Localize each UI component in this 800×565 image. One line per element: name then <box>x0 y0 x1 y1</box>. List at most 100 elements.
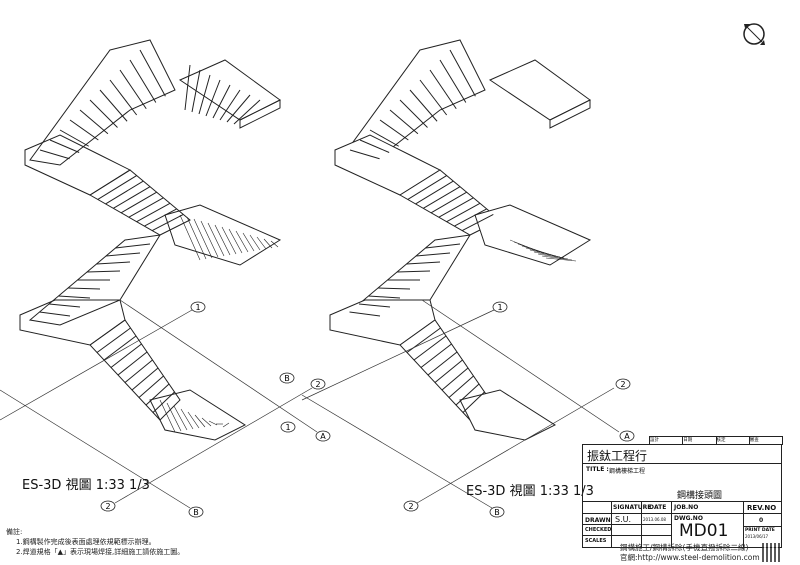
grid-marker-one: 1 <box>497 303 502 312</box>
stair-tread <box>89 99 118 128</box>
stair-tread <box>415 180 454 205</box>
hatch-line <box>537 253 569 260</box>
grid-marker-bubble <box>403 500 419 512</box>
landing-beam <box>212 84 231 119</box>
stair-tread <box>406 261 441 265</box>
view-label-right: ES-3D 視圖 1:33 1/3 <box>466 484 594 499</box>
grid-marker-bubble <box>280 421 296 433</box>
header-cell: 日期 <box>683 437 717 445</box>
grid-marker-a: A <box>624 432 630 441</box>
stair-tread <box>48 303 81 308</box>
grid-marker-bubble <box>492 301 508 313</box>
qr-code[interactable] <box>762 543 780 562</box>
stair-tread <box>377 287 411 290</box>
stair-tread <box>124 359 153 383</box>
stair-tread <box>349 311 381 317</box>
stair-tread <box>131 367 159 391</box>
landing-beam <box>194 414 206 428</box>
drawing-name: 鋼構接頭圖 <box>677 491 723 501</box>
stair-tread <box>119 69 147 110</box>
grid-marker-bubble <box>100 500 116 512</box>
stair-tread <box>369 129 399 147</box>
landing-beam <box>233 99 261 125</box>
landing-beam <box>263 238 273 249</box>
landing-beam <box>249 234 261 251</box>
landing-beam <box>205 79 221 117</box>
drawn-label: DRAWN <box>585 517 611 524</box>
landing-beam <box>208 420 218 426</box>
stair-tread <box>97 175 137 200</box>
grid-marker-two: 2 <box>105 502 110 511</box>
flight-3 <box>28 234 161 326</box>
grid-marker-bubble <box>279 372 295 384</box>
grid-line-1 <box>301 309 495 401</box>
landing-beam <box>228 228 243 254</box>
title-label: TITLE : <box>586 466 609 473</box>
grid-marker-a: A <box>320 432 326 441</box>
stair-tread <box>129 59 157 103</box>
stair-tread <box>145 383 170 406</box>
landing-beam <box>242 232 255 252</box>
print-date-label: PRINT DATE <box>745 528 775 533</box>
stair-tread <box>105 180 144 205</box>
stair-tread <box>105 252 141 257</box>
stair-tread <box>144 208 177 227</box>
stair-tread <box>79 109 109 135</box>
signature-label: SIGNATURE <box>613 504 652 511</box>
header-cell: 設計 <box>650 437 684 445</box>
footer-website[interactable]: 官網:http://www.steel-demolition.com <box>620 553 760 562</box>
top-landing-edge <box>549 99 591 129</box>
stair-tread <box>103 335 137 361</box>
stair-tread <box>396 270 431 273</box>
stair-tread <box>86 270 121 273</box>
grid-marker-one: 1 <box>285 423 290 432</box>
stair-tread <box>96 261 131 265</box>
stair-tread <box>462 391 485 413</box>
stair-tread <box>448 375 474 398</box>
stair-wireframe-view <box>19 39 282 441</box>
grid-marker-bubble <box>190 301 206 313</box>
grid-marker-b: B <box>494 508 500 517</box>
flight-2 <box>89 169 191 236</box>
company-footer: 鋼構施工/鋼構拆除(手機直撥拆除二線) 官網:http://www.steel-… <box>620 543 760 563</box>
grid-lines <box>0 299 620 509</box>
grid-marker-bubble <box>315 430 331 442</box>
grid-line-a <box>421 299 620 433</box>
grid-marker-two: 2 <box>315 380 320 389</box>
stair-tread <box>415 252 451 257</box>
stair-tread <box>39 311 71 317</box>
landing-beam <box>191 69 201 113</box>
landing-beam <box>173 405 188 431</box>
stair-tread <box>109 79 138 116</box>
landing-beam <box>235 230 249 253</box>
landing-beam <box>222 422 230 428</box>
title-value: 鋼構樓梯工程 <box>609 468 646 475</box>
landing-beam <box>256 236 267 250</box>
drawn-signature: S.U. <box>615 515 632 524</box>
job-no-label: JOB.NO <box>674 504 699 511</box>
grid-line-b <box>301 394 493 509</box>
grid-marker-b: B <box>193 508 199 517</box>
landing-beam <box>166 402 182 432</box>
dwg-no-value: MD01 <box>679 521 729 541</box>
stair-tread <box>454 208 487 227</box>
stair-tread <box>434 359 463 383</box>
landing-beam <box>184 64 191 111</box>
landing-beam <box>207 222 225 257</box>
stair-tread <box>152 391 175 413</box>
grid-marker-bubble <box>615 378 631 390</box>
grid-line-2 <box>416 387 615 504</box>
stair-tread <box>115 243 151 249</box>
grid-marker-bubble <box>619 430 635 442</box>
stair-tread <box>425 243 461 249</box>
stair-tread <box>419 79 448 116</box>
stair-tread <box>358 303 391 308</box>
stair-solid-view <box>329 39 592 441</box>
hatch-line <box>545 257 577 262</box>
rev-no-value: 0 <box>759 517 764 524</box>
grid-marker-b: B <box>284 374 290 383</box>
drawn-date: 2013.06.08 <box>643 517 666 522</box>
title-block: 設計 日期 核定 審查 振鈦工程行 TITLE : 鋼構樓梯工程 鋼構接頭圖 S… <box>582 436 783 548</box>
top-landing <box>178 59 281 121</box>
